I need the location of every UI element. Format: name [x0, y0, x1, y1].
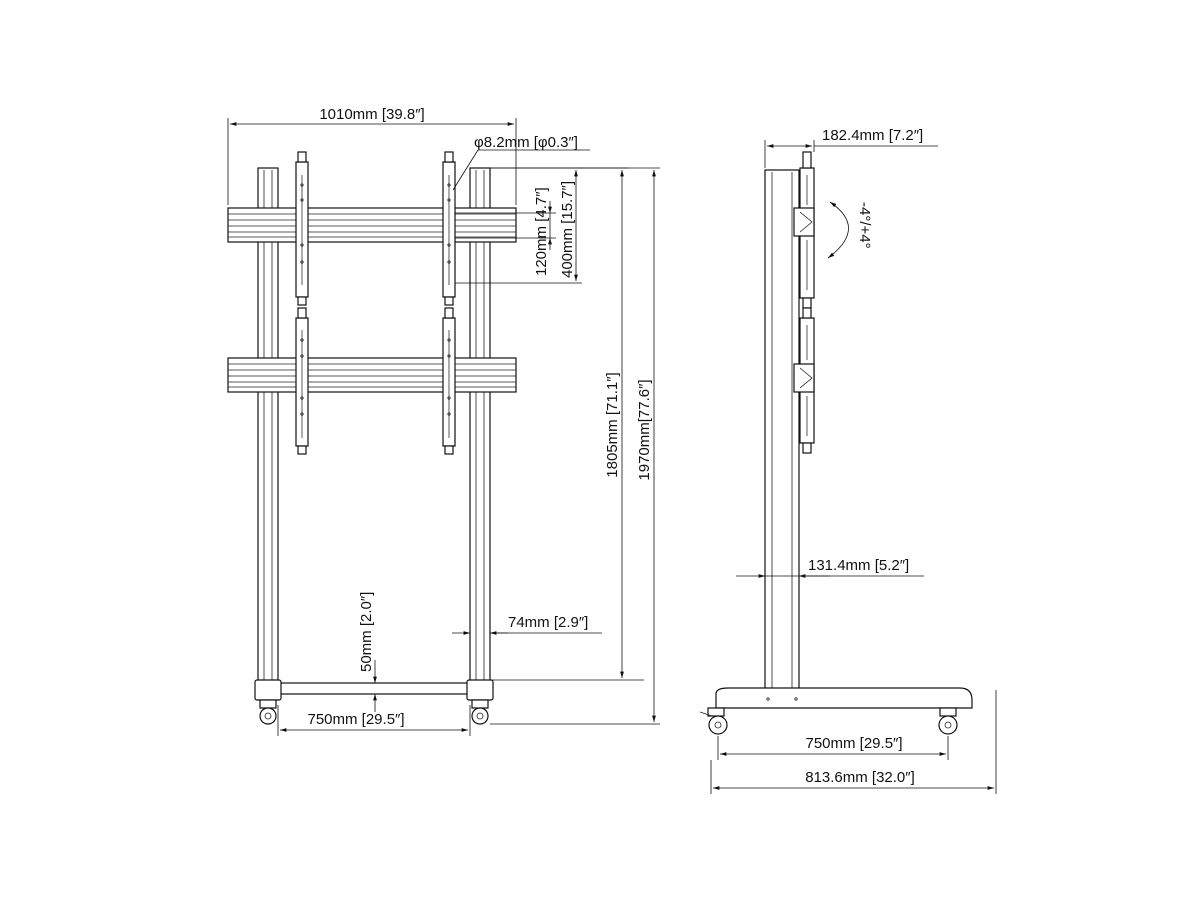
- dim-mount-height: 1805mm [71.1″]: [480, 167, 644, 681]
- label-column-depth: 131.4mm [5.2″]: [808, 557, 909, 574]
- left-column: [257, 167, 279, 694]
- dim-column-depth: 131.4mm [5.2″]: [736, 557, 924, 578]
- dim-front-caster-span: 750mm [29.5″]: [277, 705, 471, 736]
- dim-overall-height: 1970mm[77.6″]: [490, 167, 660, 725]
- front-view: 1010mm [39.8″] φ8.2mm [φ0.3″] 120mm [4.7…: [227, 106, 660, 736]
- label-front-caster-span: 750mm [29.5″]: [307, 711, 404, 728]
- dim-base-depth: 813.6mm [32.0″]: [710, 690, 997, 794]
- dim-side-caster-span: 750mm [29.5″]: [717, 735, 949, 760]
- side-base: [715, 687, 973, 709]
- side-right-caster: [938, 707, 958, 735]
- dim-vesa-small: 120mm [4.7″]: [455, 187, 556, 276]
- label-column-width: 74mm [2.9″]: [508, 614, 588, 631]
- upper-left-bracket: [295, 151, 309, 306]
- front-base: [254, 679, 494, 701]
- label-mount-height: 1805mm [71.1″]: [604, 372, 621, 477]
- dim-column-width: 74mm [2.9″]: [452, 614, 602, 640]
- label-tilt-range: -4°/+4°: [856, 202, 873, 249]
- upper-crossbar: [227, 207, 517, 243]
- label-overall-height: 1970mm[77.6″]: [636, 379, 653, 480]
- dim-top-depth: 182.4mm [7.2″]: [764, 127, 938, 168]
- lower-right-bracket: [442, 307, 456, 455]
- upper-right-bracket: [442, 151, 456, 306]
- right-column: [469, 167, 491, 694]
- front-left-caster: [259, 699, 277, 725]
- dim-base-clearance: 50mm [2.0″]: [358, 592, 377, 712]
- label-base-clearance: 50mm [2.0″]: [358, 592, 375, 672]
- label-top-depth: 182.4mm [7.2″]: [822, 127, 923, 144]
- side-upper-bracket: [793, 151, 815, 309]
- side-column: [764, 169, 800, 691]
- dim-overall-width: 1010mm [39.8″]: [227, 106, 517, 205]
- side-view: -4°/+4° 182.4mm [7.2″]: [699, 127, 997, 794]
- label-base-depth: 813.6mm [32.0″]: [805, 769, 915, 786]
- side-lower-bracket: [793, 307, 815, 454]
- label-overall-width: 1010mm [39.8″]: [319, 106, 424, 123]
- front-right-caster: [471, 699, 489, 725]
- label-hole-diameter: φ8.2mm [φ0.3″]: [474, 134, 578, 151]
- tilt-arrow-icon: [827, 201, 849, 259]
- lower-crossbar: [227, 357, 517, 393]
- label-vesa-small: 120mm [4.7″]: [533, 187, 550, 276]
- label-vesa-large: 400mm [15.7″]: [559, 181, 576, 278]
- side-left-caster: [699, 707, 728, 735]
- dim-hole-diameter: φ8.2mm [φ0.3″]: [452, 134, 590, 191]
- lower-left-bracket: [295, 307, 309, 455]
- label-side-caster-span: 750mm [29.5″]: [805, 735, 902, 752]
